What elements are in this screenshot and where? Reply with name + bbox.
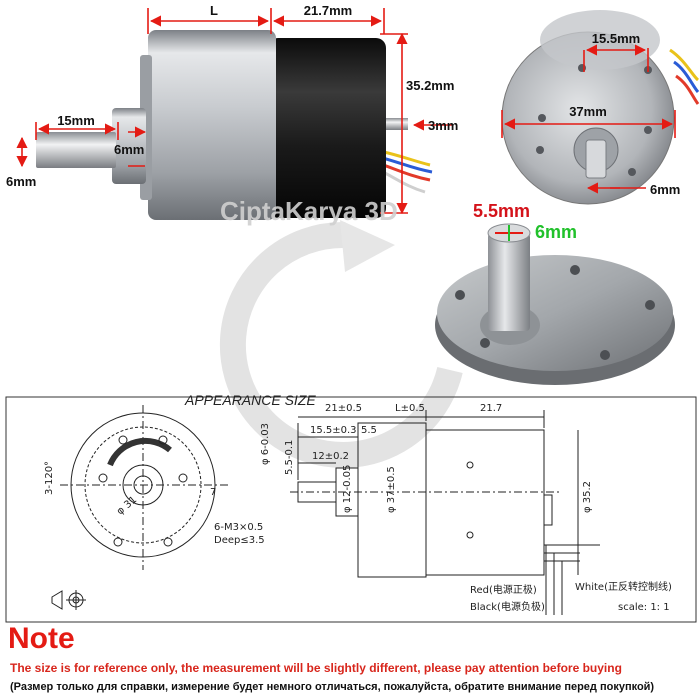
dwg-body-dia: φ 37±0.5: [386, 466, 397, 513]
side-drawing: [290, 410, 600, 615]
dwg-wire-red: Red(电源正极): [470, 583, 537, 596]
dwg-dim-21: 21±0.5: [325, 403, 362, 414]
dim-hole-spacing: 15.5mm: [592, 31, 640, 46]
note-title: Note: [8, 622, 75, 655]
dwg-pcd: φ 31: [115, 494, 139, 517]
dwg-dim-217: 21.7: [480, 403, 502, 414]
dwg-flat-tol: 5.5-0.1: [284, 440, 295, 475]
dwg-dim-L: L±0.5: [395, 403, 425, 414]
face-shaft: [585, 139, 607, 179]
dim-diameter: 35.2mm: [406, 78, 454, 93]
output-shaft: [36, 132, 116, 168]
dim-shaft-length: 15mm: [57, 113, 95, 128]
dshaft-full-label: 6mm: [535, 222, 577, 242]
face-drawing: [60, 405, 230, 570]
dwg-angle: 3-120°: [44, 461, 55, 495]
technical-drawing: APPEARANCE SIZE 3-120° φ 31 7 6-M3×0.5 D…: [5, 392, 697, 623]
top-dimension-lines: [16, 8, 452, 215]
motor-side-photo: L 21.7mm 35.2mm 3mm 15mm 6mm 6mm: [6, 3, 458, 220]
dshaft: [488, 233, 530, 331]
dwg-wire-white: White(正反转控制线): [575, 580, 672, 593]
rear-shaft: [386, 118, 408, 130]
motor-rear-body: [268, 38, 386, 218]
dim-face-dia: 37mm: [569, 104, 607, 119]
dwg-screw: 6-M3×0.5: [214, 522, 263, 533]
dim-shaft-dia: 6mm: [114, 142, 144, 157]
watermark-text: CiptaKarya 3D: [220, 196, 398, 226]
dim-shaft-dia-left: 6mm: [6, 174, 36, 189]
motor-face-photo: 15.5mm 37mm 6mm: [501, 10, 700, 205]
drawing-frame: [5, 396, 697, 623]
dwg-dim-12: 12±0.2: [312, 451, 349, 462]
dwg-offset7: 7: [210, 487, 216, 498]
dwg-dim-55: 5.5: [361, 425, 377, 436]
dwg-wire-black: Black(电源负极): [470, 600, 545, 613]
note-russian: (Размер только для справки, измерение бу…: [10, 681, 655, 693]
dwg-dim-155: 15.5±0.3: [310, 425, 357, 436]
gearbox-body: [148, 30, 276, 220]
dwg-boss-dia: φ 12-0.05: [342, 465, 353, 513]
dwg-shaft-tol: φ 6-0.03: [260, 423, 271, 465]
projection-symbol-icon: [51, 590, 86, 610]
dim-length: L: [210, 3, 218, 18]
dshaft-flat-label: 5.5mm: [473, 201, 530, 221]
flange-plate: [437, 255, 673, 371]
dshaft-flange-photo: 5.5mm 6mm: [435, 201, 675, 385]
dwg-scale: scale: 1: 1: [618, 602, 670, 613]
dim-rear-shaft: 3mm: [428, 118, 458, 133]
watermark: CiptaKarya 3D: [219, 196, 463, 468]
dwg-motor-dia: φ 35.2: [582, 481, 593, 513]
dim-offset: 6mm: [650, 182, 680, 197]
dwg-deep: Deep≤3.5: [214, 535, 265, 546]
drawing-title: APPEARANCE SIZE: [184, 392, 316, 408]
note-english: The size is for reference only, the meas…: [10, 661, 622, 675]
dim-rear: 21.7mm: [304, 3, 352, 18]
